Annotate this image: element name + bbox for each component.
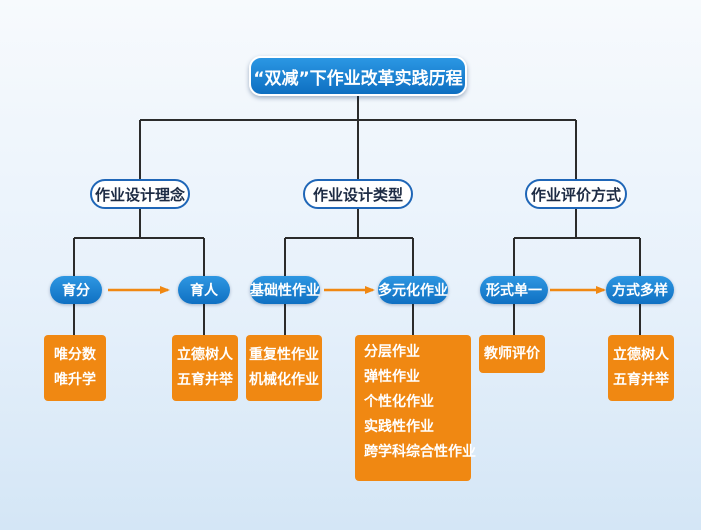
stage-diversified-homework: 多元化作业: [378, 276, 448, 304]
item-text: 五育并举: [613, 372, 669, 388]
item-text: 实践性作业: [364, 419, 434, 435]
diagram-title: “双减”下作业改革实践历程: [249, 56, 467, 96]
item-text: 弹性作业: [364, 369, 420, 385]
item-text: 唯升学: [54, 372, 96, 388]
stage-person-oriented: 育人: [178, 276, 230, 304]
item-text: 机械化作业: [249, 372, 319, 388]
stage-diverse-methods: 方式多样: [606, 276, 674, 304]
items-score-oriented: 唯分数 唯升学: [44, 335, 106, 401]
item-text: 立德树人: [177, 347, 233, 363]
items-diverse-methods: 立德树人 五育并举: [608, 335, 674, 401]
item-text: 个性化作业: [364, 394, 434, 410]
items-single-form: 教师评价: [479, 335, 545, 373]
category-evaluation-method: 作业评价方式: [525, 179, 627, 209]
item-text: 跨学科综合性作业: [364, 444, 476, 460]
stage-single-form: 形式单一: [480, 276, 548, 304]
item-text: 唯分数: [54, 347, 96, 363]
category-design-concept: 作业设计理念: [90, 179, 190, 209]
stage-basic-homework: 基础性作业: [250, 276, 320, 304]
items-person-oriented: 立德树人 五育并举: [172, 335, 238, 401]
stage-score-oriented: 育分: [50, 276, 102, 304]
items-diversified-homework: 分层作业 弹性作业 个性化作业 实践性作业 跨学科综合性作业: [355, 335, 476, 481]
item-text: 重复性作业: [249, 347, 319, 363]
item-text: 立德树人: [613, 347, 669, 363]
category-design-type: 作业设计类型: [303, 179, 413, 209]
items-basic-homework: 重复性作业 机械化作业: [246, 335, 322, 401]
item-text: 分层作业: [364, 344, 420, 360]
item-text: 教师评价: [484, 345, 540, 362]
item-text: 五育并举: [177, 372, 233, 388]
